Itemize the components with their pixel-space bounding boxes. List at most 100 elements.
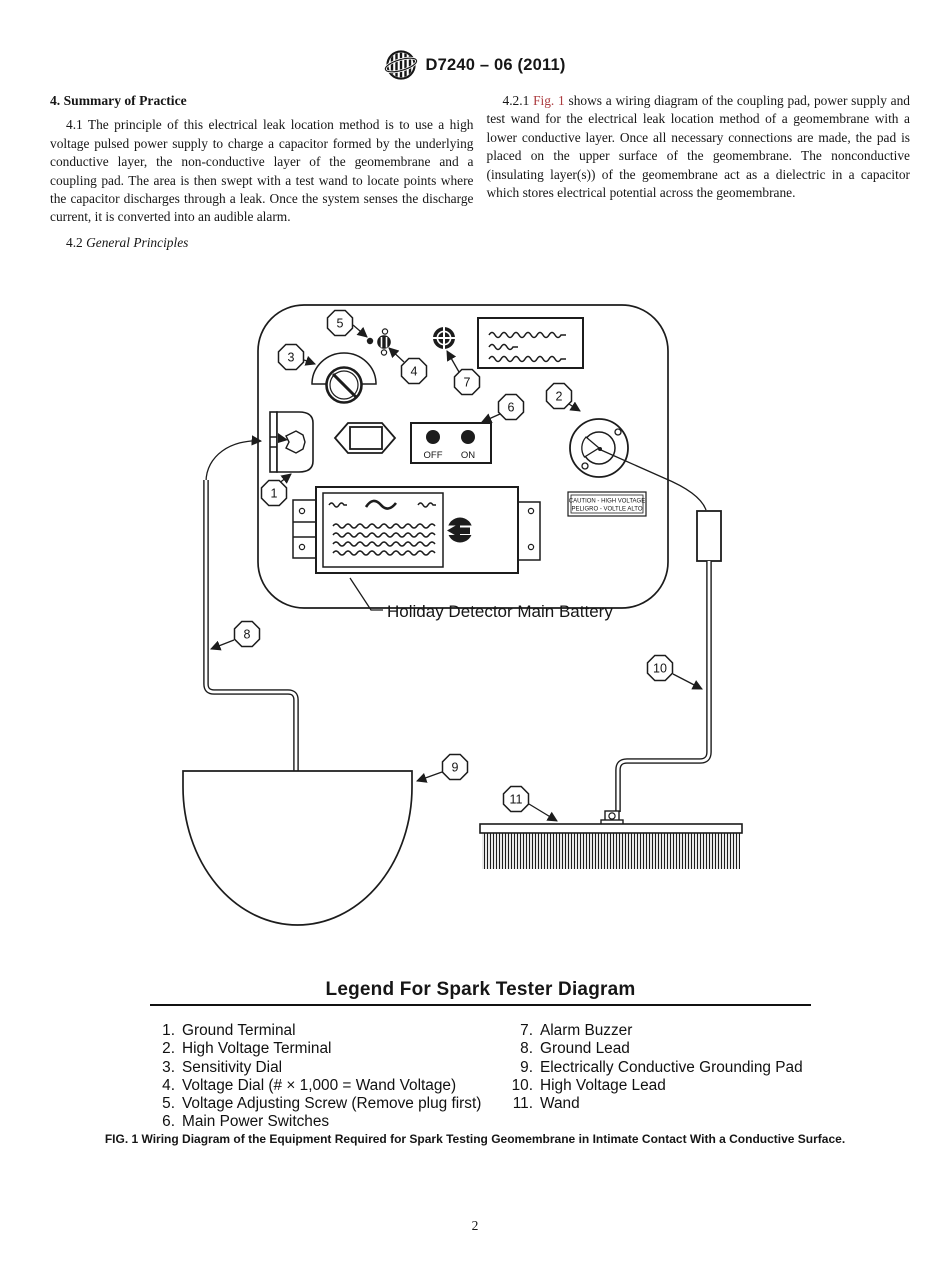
- sensitivity-dial[interactable]: [311, 352, 377, 404]
- ground-terminal[interactable]: [269, 411, 314, 473]
- legend-title: Legend For Spark Tester Diagram: [325, 979, 636, 1000]
- svg-text:9: 9: [452, 761, 459, 775]
- astm-logo-icon: [384, 50, 419, 80]
- svg-text:2: 2: [556, 390, 563, 404]
- hv-lead-plug: [696, 510, 722, 562]
- legend-item-number: 5.: [162, 1095, 175, 1113]
- caution-line1: CAUTION - HIGH VOLTAGE: [569, 499, 645, 505]
- callout-2: 2: [545, 382, 573, 410]
- legend-item-label: Ground Lead: [540, 1040, 630, 1058]
- callout-3: 3: [277, 343, 305, 371]
- fuse-holder: [333, 422, 397, 454]
- svg-text:3: 3: [288, 351, 295, 365]
- legend-item-number: 1.: [162, 1022, 175, 1039]
- legend-item-number: 8.: [520, 1040, 533, 1058]
- legend-item-label: High Voltage Lead: [540, 1076, 666, 1094]
- page-header: D7240 – 06 (2011): [0, 48, 950, 82]
- legend-header: Legend For Spark Tester Diagram: [150, 979, 811, 1006]
- svg-text:5: 5: [337, 317, 344, 331]
- callout-9: 9: [441, 753, 469, 781]
- legend-item: 8. Ground Lead: [503, 1040, 835, 1058]
- wand: [479, 810, 743, 869]
- section-heading: 4. Summary of Practice: [50, 93, 187, 108]
- hv-lead-connection: [600, 449, 707, 511]
- body-text: 4. Summary of Practice 4.1 The principle…: [50, 92, 910, 252]
- high-voltage-lead: [615, 561, 712, 812]
- paragraph-4-1: 4.1 The principle of this electrical lea…: [50, 116, 474, 226]
- battery-label-leader: [349, 577, 383, 611]
- legend-right-column: 7. Alarm Buzzer 8. Ground Lead 9. Electrica…: [503, 1022, 835, 1132]
- legend-item: 10. High Voltage Lead: [503, 1077, 835, 1095]
- legend-item: 2.High Voltage Terminal: [145, 1040, 503, 1058]
- legend-item-label: Voltage Adjusting Screw (Remove plug fir…: [182, 1095, 482, 1113]
- callouts: 1 2 3 4 5 6 7 8 9 10 11: [233, 309, 674, 813]
- paragraph-number: 4.2.1: [502, 93, 534, 108]
- main-battery: [292, 486, 541, 574]
- ground-lead-connection: [205, 435, 263, 483]
- subsection-title: General Principles: [86, 234, 189, 250]
- legend-item-number: 6.: [162, 1113, 175, 1131]
- legend-item-label: Wand: [540, 1095, 580, 1113]
- paragraph-number: 4.1: [66, 117, 88, 133]
- legend-items: 1. Ground Terminal 2.High Voltage Termina…: [145, 1022, 835, 1132]
- main-power-switches[interactable]: OFF ON: [410, 422, 492, 464]
- legend-item-label: Sensitivity Dial: [182, 1058, 283, 1076]
- legend-item-label: Main Power Switches: [182, 1113, 330, 1131]
- legend-item-label: Ground Terminal: [182, 1022, 296, 1039]
- callout-10: 10: [646, 654, 674, 682]
- callout-leaders: [210, 324, 703, 822]
- paragraph-4-2-1: 4.2.1 Fig. 1 shows a wiring diagram of t…: [487, 92, 911, 202]
- legend-item-label: Voltage Dial (# × 1,000 = Wand Voltage): [182, 1076, 457, 1094]
- paragraph-text: shows a wiring diagram of the coupling p…: [486, 93, 911, 201]
- left-column: 4. Summary of Practice 4.1 The principle…: [50, 92, 474, 252]
- high-voltage-terminal[interactable]: [569, 418, 629, 478]
- svg-text:11: 11: [510, 793, 523, 807]
- legend-item-label: Electrically Conductive Grounding Pad: [540, 1058, 803, 1076]
- caution-line2: PELIGRO - VOLTLE ALTO: [571, 507, 642, 513]
- off-label: OFF: [424, 450, 443, 461]
- voltage-dial[interactable]: [377, 328, 391, 356]
- svg-text:7: 7: [464, 376, 471, 390]
- legend-item: 6. Main Power Switches: [145, 1113, 503, 1131]
- legend-item: 7. Alarm Buzzer: [503, 1022, 835, 1040]
- on-label: ON: [461, 450, 475, 461]
- caution-label: CAUTION - HIGH VOLTAGE PELIGRO - VOLTLE …: [567, 491, 647, 517]
- paragraph-text: The principle of this electrical leak lo…: [50, 117, 474, 225]
- battery-label: Holiday Detector Main Battery: [387, 602, 613, 621]
- svg-text:4: 4: [411, 365, 418, 379]
- nameplate: [477, 317, 584, 369]
- wand-bristles: [482, 833, 740, 869]
- grounding-pad: [182, 770, 413, 926]
- legend-item: 4.Voltage Dial (# × 1,000 = Wand Voltage…: [145, 1077, 503, 1095]
- legend-item-number: 2.: [162, 1040, 175, 1058]
- battery-polarity-icon: [447, 517, 473, 543]
- callout-4: 4: [400, 357, 428, 385]
- paragraph-4-2: 4.2 General Principles: [50, 234, 474, 252]
- legend-item: 9. Electrically Conductive Grounding Pad: [503, 1059, 835, 1077]
- callout-5: 5: [326, 309, 354, 337]
- callout-6: 6: [497, 393, 525, 421]
- figure-caption: FIG. 1 Wiring Diagram of the Equipment R…: [104, 1132, 846, 1146]
- legend-item-number: 10.: [511, 1076, 533, 1094]
- legend-divider: [150, 1004, 811, 1006]
- figure-1-wiring-diagram: OFF ON CAUTION - HIGH VOLTAGE PELIGRO - …: [182, 304, 743, 926]
- legend-item: 11. Wand: [503, 1095, 835, 1113]
- legend-item: 5. Voltage Adjusting Screw (Remove plug f…: [145, 1095, 503, 1113]
- paragraph-number: 4.2: [66, 234, 87, 250]
- callout-7: 7: [453, 368, 481, 396]
- figure-1-link[interactable]: Fig. 1: [533, 93, 565, 108]
- svg-text:6: 6: [508, 401, 515, 415]
- callout-8: 8: [233, 620, 261, 648]
- power-supply-panel: [257, 304, 669, 609]
- legend-item-number: 7.: [520, 1022, 533, 1039]
- legend-item-number: 11.: [512, 1095, 533, 1113]
- legend-item: 1. Ground Terminal: [145, 1022, 503, 1040]
- standard-designation: D7240 – 06 (2011): [425, 55, 566, 74]
- alarm-buzzer: [432, 326, 456, 350]
- legend-item-label: Alarm Buzzer: [540, 1022, 633, 1039]
- voltage-adjusting-screw[interactable]: [366, 337, 374, 345]
- svg-text:8: 8: [244, 628, 251, 642]
- legend-item-number: 9.: [520, 1058, 533, 1076]
- callout-1: 1: [260, 479, 288, 507]
